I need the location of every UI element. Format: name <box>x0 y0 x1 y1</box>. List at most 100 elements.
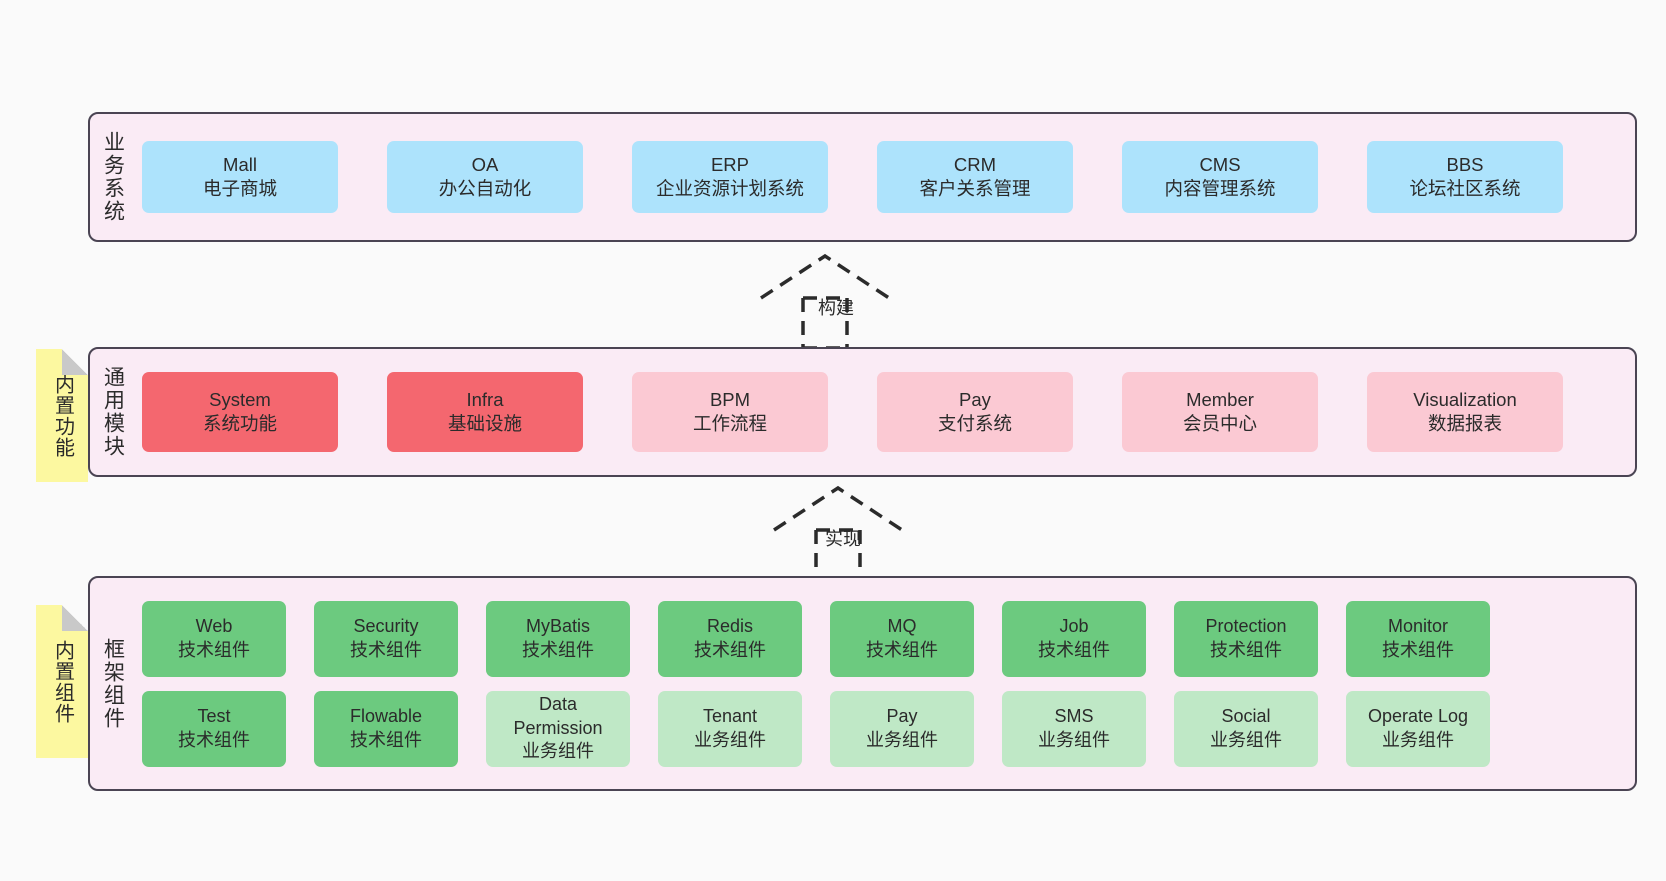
card-subtitle: 技术组件 <box>1210 639 1282 660</box>
card-subtitle: 业务组件 <box>694 729 766 750</box>
card-title: Redis <box>706 615 754 636</box>
card-social[interactable]: Social 业务组件 <box>1174 690 1318 767</box>
card-bpm[interactable]: BPM 工作流程 <box>632 372 828 452</box>
card-subtitle: 系统功能 <box>202 413 277 434</box>
card-subtitle: 工作流程 <box>692 413 767 434</box>
card-subtitle: 支付系统 <box>937 413 1012 434</box>
card-subtitle: 业务组件 <box>1210 729 1282 750</box>
card-title: MyBatis <box>525 615 590 636</box>
connector-label-build: 构建 <box>818 298 854 318</box>
card-redis[interactable]: Redis 技术组件 <box>658 600 802 677</box>
card-oa[interactable]: OA 办公自动化 <box>387 141 583 213</box>
layer-title-framework: 框架组件 <box>101 637 125 730</box>
card-title: Monitor <box>1387 615 1449 636</box>
sticky-note-text: 内置组件 <box>51 639 74 724</box>
generalization-arrow-icon <box>773 485 903 582</box>
card-mybatis[interactable]: MyBatis 技术组件 <box>486 600 630 677</box>
card-tenant[interactable]: Tenant 业务组件 <box>658 690 802 767</box>
card-title: Social <box>1221 705 1271 726</box>
card-subtitle: 业务组件 <box>866 729 938 750</box>
card-system[interactable]: System 系统功能 <box>142 372 338 452</box>
layer-common-modules: 通用模块 System 系统功能 Infra 基础设施 BPM 工作流程 Pay… <box>88 347 1637 477</box>
card-title: Protection <box>1205 615 1287 636</box>
card-monitor[interactable]: Monitor 技术组件 <box>1346 600 1490 677</box>
card-title: CRM <box>953 153 997 175</box>
layer-body-modules: System 系统功能 Infra 基础设施 BPM 工作流程 Pay 支付系统… <box>136 349 1635 475</box>
card-subtitle: 技术组件 <box>694 639 766 660</box>
layer-framework-components: 框架组件 Web 技术组件 Security 技术组件 MyBatis 技术组件… <box>88 576 1637 791</box>
card-mq[interactable]: MQ 技术组件 <box>830 600 974 677</box>
card-title: Operate Log <box>1367 705 1469 726</box>
card-subtitle: 数据报表 <box>1427 413 1502 434</box>
connector-implement <box>768 482 938 582</box>
card-title: Member <box>1186 388 1254 410</box>
card-title: Security <box>353 615 419 636</box>
card-title: BBS <box>1446 153 1484 175</box>
card-title: Test <box>197 705 231 726</box>
card-operate-log[interactable]: Operate Log 业务组件 <box>1346 690 1490 767</box>
card-subtitle: 论坛社区系统 <box>1409 178 1521 199</box>
card-job[interactable]: Job 技术组件 <box>1002 600 1146 677</box>
card-member[interactable]: Member 会员中心 <box>1122 372 1318 452</box>
card-web[interactable]: Web 技术组件 <box>142 600 286 677</box>
card-title: Infra <box>466 388 504 410</box>
layer-title-business: 业务系统 <box>101 131 125 223</box>
card-title: OA <box>471 153 499 175</box>
card-cms[interactable]: CMS 内容管理系统 <box>1122 141 1318 213</box>
card-title: System <box>209 388 271 410</box>
card-subtitle: 业务组件 <box>522 741 594 762</box>
card-row: Mall 电子商城 OA 办公自动化 ERP 企业资源计划系统 CRM 客户关系… <box>142 141 1621 213</box>
layer-body-business: Mall 电子商城 OA 办公自动化 ERP 企业资源计划系统 CRM 客户关系… <box>136 114 1635 240</box>
card-subtitle: 内容管理系统 <box>1164 178 1276 199</box>
card-subtitle: 技术组件 <box>866 639 938 660</box>
card-test[interactable]: Test 技术组件 <box>142 690 286 767</box>
card-erp[interactable]: ERP 企业资源计划系统 <box>632 141 828 213</box>
card-subtitle: 技术组件 <box>178 729 250 750</box>
card-title: Data Permission <box>513 693 603 738</box>
card-row: Web 技术组件 Security 技术组件 MyBatis 技术组件 Redi… <box>142 600 1621 677</box>
card-title: Pay <box>959 388 991 410</box>
card-title: Mall <box>223 153 257 175</box>
layer-body-framework: Web 技术组件 Security 技术组件 MyBatis 技术组件 Redi… <box>136 578 1635 789</box>
card-security[interactable]: Security 技术组件 <box>314 600 458 677</box>
sticky-note-builtin-components: 内置组件 <box>36 605 88 758</box>
card-title: SMS <box>1054 705 1094 726</box>
card-title: Web <box>195 615 233 636</box>
card-crm[interactable]: CRM 客户关系管理 <box>877 141 1073 213</box>
card-subtitle: 业务组件 <box>1038 729 1110 750</box>
card-protection[interactable]: Protection 技术组件 <box>1174 600 1318 677</box>
card-title: Flowable <box>349 705 423 726</box>
card-title: Pay <box>886 705 918 726</box>
card-bbs[interactable]: BBS 论坛社区系统 <box>1367 141 1563 213</box>
card-subtitle: 技术组件 <box>522 639 594 660</box>
card-subtitle: 办公自动化 <box>438 178 532 199</box>
card-subtitle: 技术组件 <box>1382 639 1454 660</box>
card-title: Job <box>1059 615 1089 636</box>
card-sms[interactable]: SMS 业务组件 <box>1002 690 1146 767</box>
card-row: System 系统功能 Infra 基础设施 BPM 工作流程 Pay 支付系统… <box>142 372 1621 452</box>
card-flowable[interactable]: Flowable 技术组件 <box>314 690 458 767</box>
card-data-permission[interactable]: Data Permission 业务组件 <box>486 690 630 767</box>
connector-label-implement: 实现 <box>825 529 861 549</box>
card-pay-business[interactable]: Pay 业务组件 <box>830 690 974 767</box>
generalization-arrow-icon <box>760 253 890 350</box>
card-subtitle: 客户关系管理 <box>919 178 1031 199</box>
card-subtitle: 技术组件 <box>1038 639 1110 660</box>
layer-title-modules: 通用模块 <box>101 366 125 458</box>
card-mall[interactable]: Mall 电子商城 <box>142 141 338 213</box>
card-title: Tenant <box>702 705 758 726</box>
card-title: ERP <box>710 153 750 175</box>
card-subtitle: 业务组件 <box>1382 729 1454 750</box>
sticky-note-builtin-features: 内置功能 <box>36 349 88 482</box>
card-infra[interactable]: Infra 基础设施 <box>387 372 583 452</box>
card-row: Test 技术组件 Flowable 技术组件 Data Permission … <box>142 690 1621 767</box>
card-title: CMS <box>1199 153 1241 175</box>
card-subtitle: 会员中心 <box>1182 413 1257 434</box>
card-title: BPM <box>709 388 751 410</box>
card-pay[interactable]: Pay 支付系统 <box>877 372 1073 452</box>
card-subtitle: 基础设施 <box>447 413 522 434</box>
card-subtitle: 技术组件 <box>178 639 250 660</box>
card-title: MQ <box>887 615 917 636</box>
card-visualization[interactable]: Visualization 数据报表 <box>1367 372 1563 452</box>
